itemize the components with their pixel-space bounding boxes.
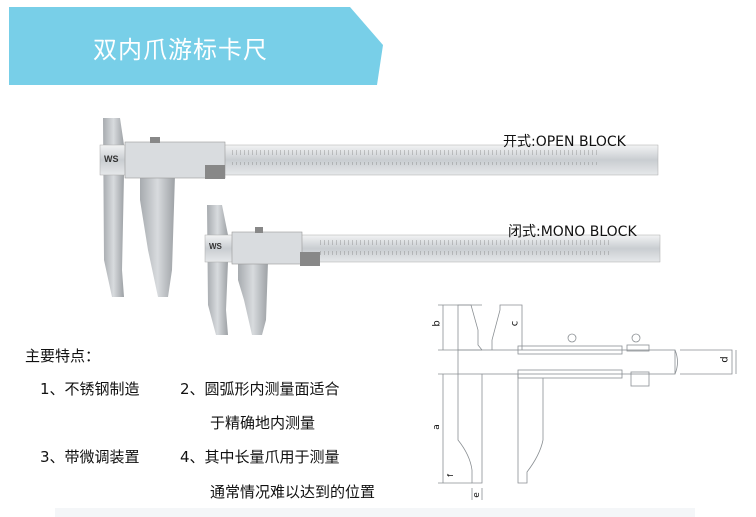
dim-label-e: e — [471, 492, 482, 498]
open-block-label: 开式:OPEN BLOCK — [503, 134, 626, 150]
footer-strip — [55, 508, 695, 517]
feature-num: 2、 — [180, 380, 205, 398]
feature-text: 圆弧形内测量面适合 — [204, 380, 340, 398]
feature-text: 于精确地内测量 — [210, 414, 316, 432]
caliper-mono-block: WS — [204, 205, 661, 335]
dim-label-b: b — [431, 320, 443, 327]
dimension-diagram — [438, 304, 737, 500]
page-title: 双内爪游标卡尺 — [93, 36, 268, 64]
svg-text:WS: WS — [209, 242, 223, 251]
feature-text: 带微调装置 — [64, 448, 140, 466]
mono-block-label: 闭式:MONO BLOCK — [508, 224, 637, 240]
dim-label-a: a — [431, 424, 442, 430]
feature-num: 3、 — [40, 448, 65, 466]
feature-num: 4、 — [180, 448, 205, 466]
dim-label-d: d — [719, 356, 731, 363]
feature-text: 不锈钢制造 — [64, 380, 140, 398]
title-banner — [9, 7, 383, 85]
dim-label-c: c — [509, 320, 521, 327]
dim-label-f: f — [445, 474, 455, 477]
features-heading: 主要特点： — [25, 347, 101, 365]
svg-text:WS: WS — [104, 154, 119, 164]
feature-num: 1、 — [40, 380, 65, 398]
feature-text: 通常情况难以达到的位置 — [210, 483, 376, 501]
caliper-open-block: WS — [99, 118, 659, 297]
feature-text: 其中长量爪用于测量 — [204, 448, 340, 466]
